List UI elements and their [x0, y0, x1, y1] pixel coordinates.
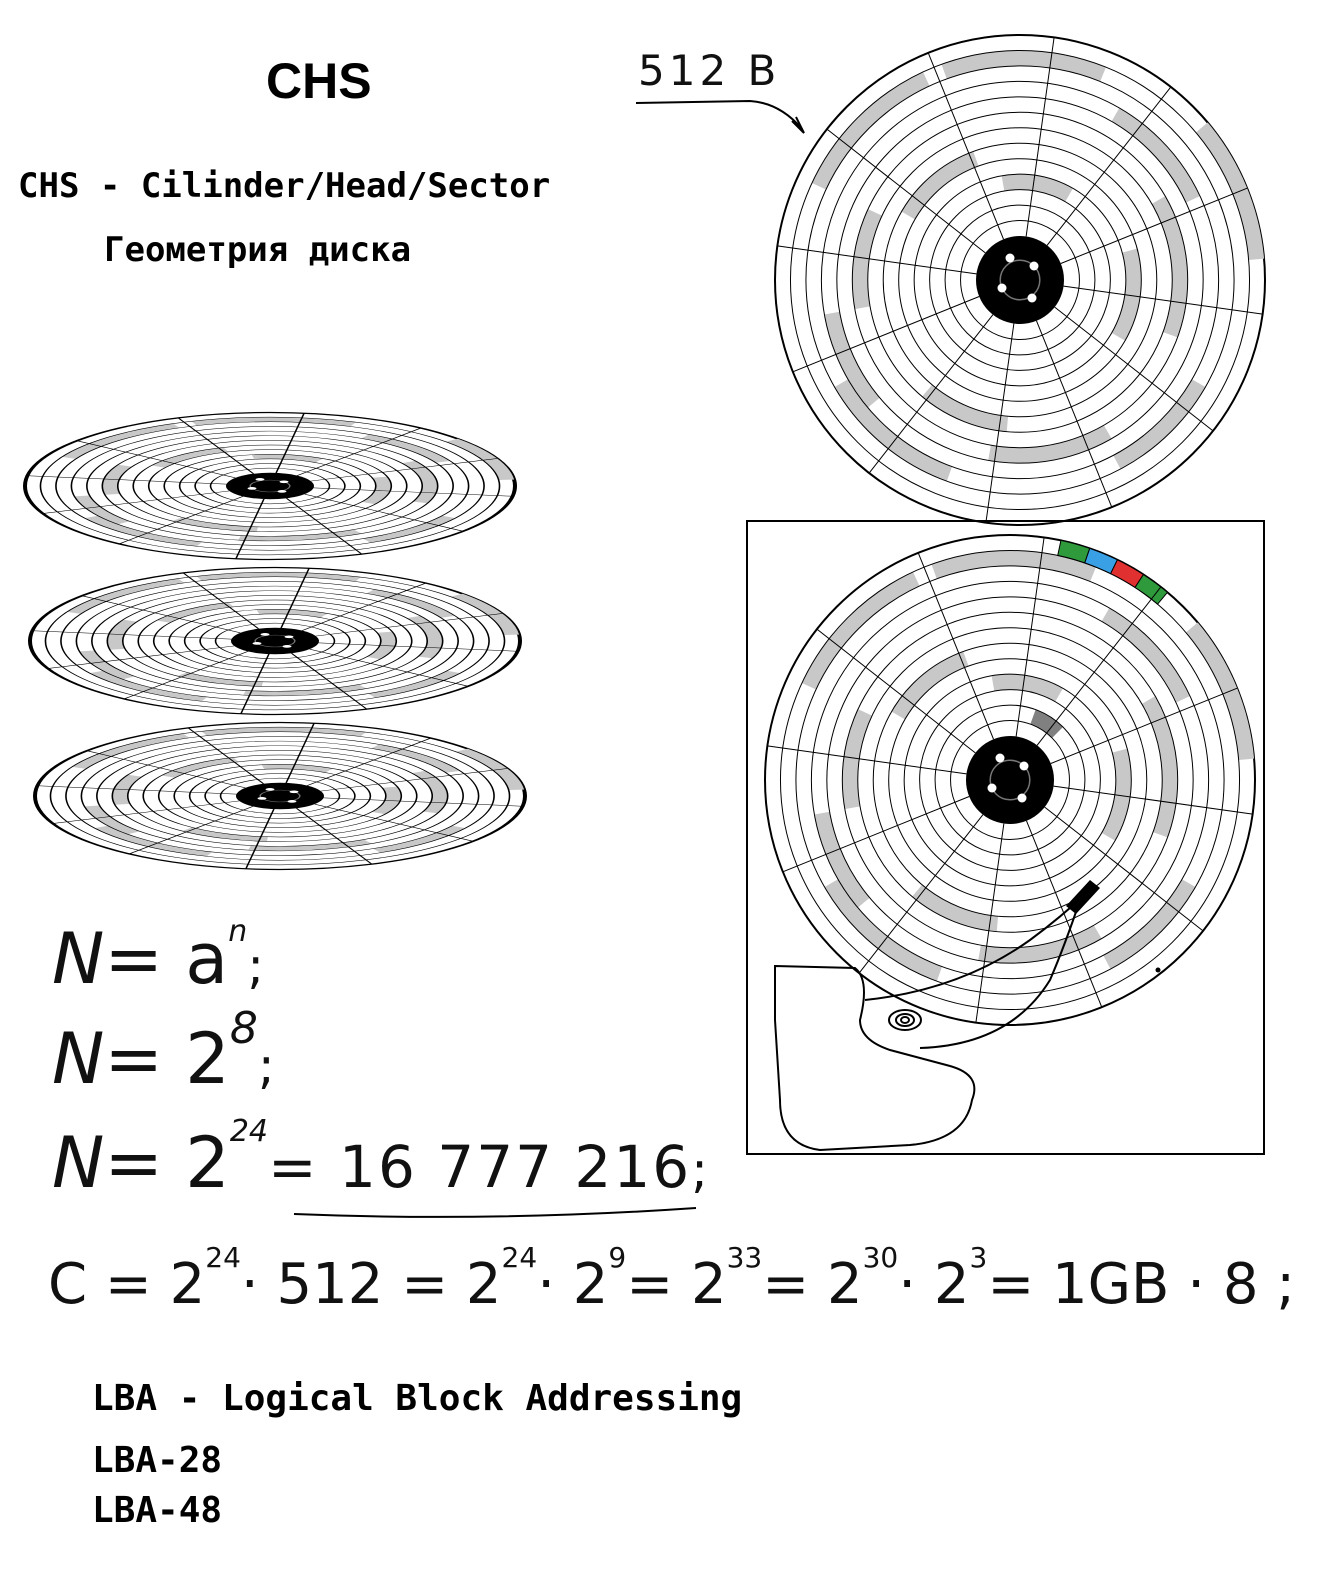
chs-definition: CHS - Cilinder/Head/Sector — [18, 166, 551, 206]
drive-frame — [746, 520, 1265, 1155]
formula-3: N= 224= 16 777 216; — [52, 1113, 708, 1204]
platter-stacked-3 — [33, 721, 527, 871]
sector-size-note: 512 B — [638, 46, 781, 95]
platter-top-view — [774, 34, 1266, 526]
platter-stacked-2 — [28, 566, 522, 716]
formula-1: N= an; — [52, 913, 265, 1000]
lba-variant-28: LBA-28 — [92, 1440, 223, 1481]
platter-with-highlights — [764, 534, 1256, 1026]
geometry-caption: Геометрия диска — [104, 230, 412, 270]
lba-definition: LBA - Logical Block Addressing — [92, 1378, 743, 1419]
lba-variant-48: LBA-48 — [92, 1490, 223, 1531]
actuator-arm — [774, 880, 1161, 1152]
sector-arrow — [635, 99, 805, 134]
platter-stacked-1 — [23, 411, 517, 561]
formula-3-underline — [293, 1207, 697, 1218]
page-title: CHS — [266, 53, 372, 109]
formula-2: N= 28; — [52, 1002, 275, 1100]
formula-4: C = 224· 512 = 224· 29= 233= 230· 23= 1G… — [48, 1241, 1296, 1317]
